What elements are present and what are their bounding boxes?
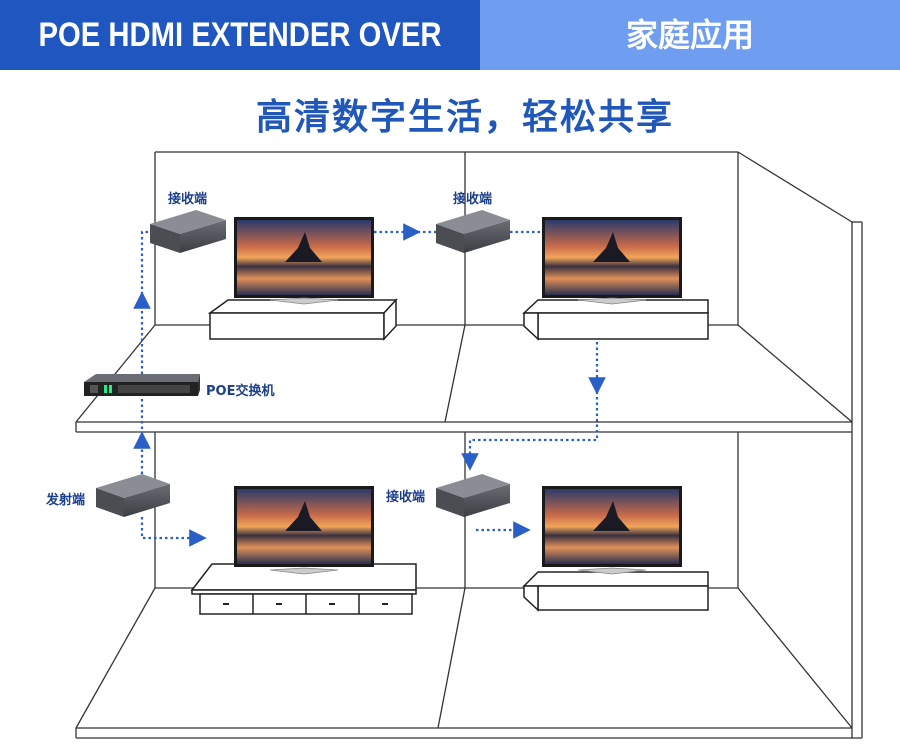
receiver-device-3 — [436, 474, 510, 517]
tv-cabinet-lower-left — [190, 563, 417, 615]
tv-upper-right — [542, 217, 682, 305]
tv-stand-lower-right — [522, 571, 709, 612]
label-receiver-1: 接收端 — [168, 192, 208, 207]
tv-lower-right — [542, 486, 682, 575]
receiver-device-2 — [436, 210, 510, 253]
header-section: 家庭应用 — [480, 0, 900, 70]
poe-switch-device — [84, 374, 200, 396]
connection-lines — [133, 223, 606, 547]
header-title-text: POE HDMI EXTENDER OVER IP — [38, 16, 442, 124]
header-title: POE HDMI EXTENDER OVER IP — [0, 0, 480, 124]
tv-lower-left — [234, 486, 374, 575]
label-poe-switch: POE交换机 — [206, 384, 275, 399]
tv-upper-left — [234, 217, 374, 305]
page-subtitle: 高清数字生活，轻松共享 — [255, 97, 674, 138]
tv-stand-upper-right — [522, 299, 709, 341]
label-transmitter: 发射端 — [46, 493, 86, 508]
home-application-diagram — [75, 151, 863, 739]
label-receiver-3: 接收端 — [386, 490, 426, 505]
label-receiver-2: 接收端 — [453, 192, 493, 207]
receiver-device-1 — [150, 210, 226, 253]
header-banner: POE HDMI EXTENDER OVER IP 家庭应用 — [0, 0, 900, 124]
building-outline — [75, 151, 863, 739]
transmitter-device — [96, 474, 170, 517]
tv-stand-upper-left — [207, 298, 398, 341]
